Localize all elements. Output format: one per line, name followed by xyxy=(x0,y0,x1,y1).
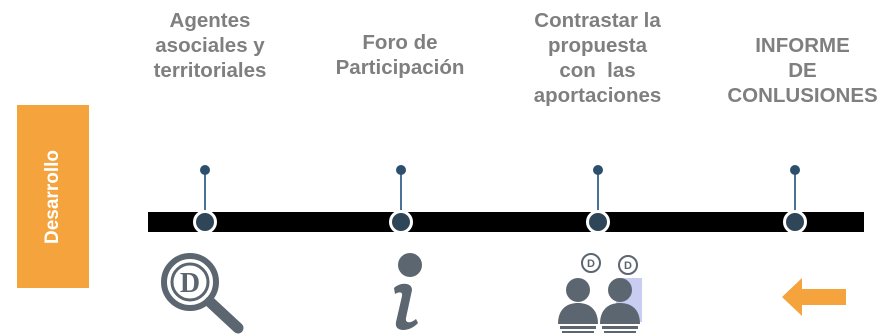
timeline-bar xyxy=(148,212,864,232)
stage-2-node xyxy=(389,210,413,234)
stage-1-label: Agentes asociales y territoriales xyxy=(153,9,267,82)
info-icon xyxy=(394,253,422,330)
stage-2-pin xyxy=(396,165,406,175)
stage-3-stem xyxy=(597,171,599,213)
stage-3-node xyxy=(586,210,610,234)
svg-text:D: D xyxy=(624,260,632,272)
stage-4-heading: INFORME DE CONLUSIONES xyxy=(720,33,885,108)
people-discussion-icon: D D xyxy=(558,253,642,333)
side-tab: Desarrollo xyxy=(17,105,89,288)
magnifier-d-icon: D xyxy=(161,253,244,334)
stage-3-pin xyxy=(593,165,603,175)
stage-1-node xyxy=(193,210,217,234)
stage-1-stem xyxy=(204,171,206,213)
stage-2-label: Foro de Participación xyxy=(335,31,465,79)
side-tab-label: Desarrollo xyxy=(42,149,64,244)
stage-4-stem xyxy=(794,171,796,213)
stage-1-heading: Agentes asociales y territoriales xyxy=(140,8,280,83)
stage-3-label: Contrastar la propuesta con las aportaci… xyxy=(533,9,662,107)
svg-text:D: D xyxy=(587,258,595,270)
stage-4-label: INFORME DE CONLUSIONES xyxy=(727,34,878,107)
stage-4-pin xyxy=(790,165,800,175)
stage-2-stem xyxy=(400,171,402,213)
stage-3-heading: Contrastar la propuesta con las aportaci… xyxy=(515,8,680,108)
arrow-left-icon xyxy=(782,278,846,316)
stage-1-pin xyxy=(200,165,210,175)
stage-4-node xyxy=(783,210,807,234)
stage-2-heading: Foro de Participación xyxy=(330,30,470,80)
svg-text:D: D xyxy=(180,268,200,299)
